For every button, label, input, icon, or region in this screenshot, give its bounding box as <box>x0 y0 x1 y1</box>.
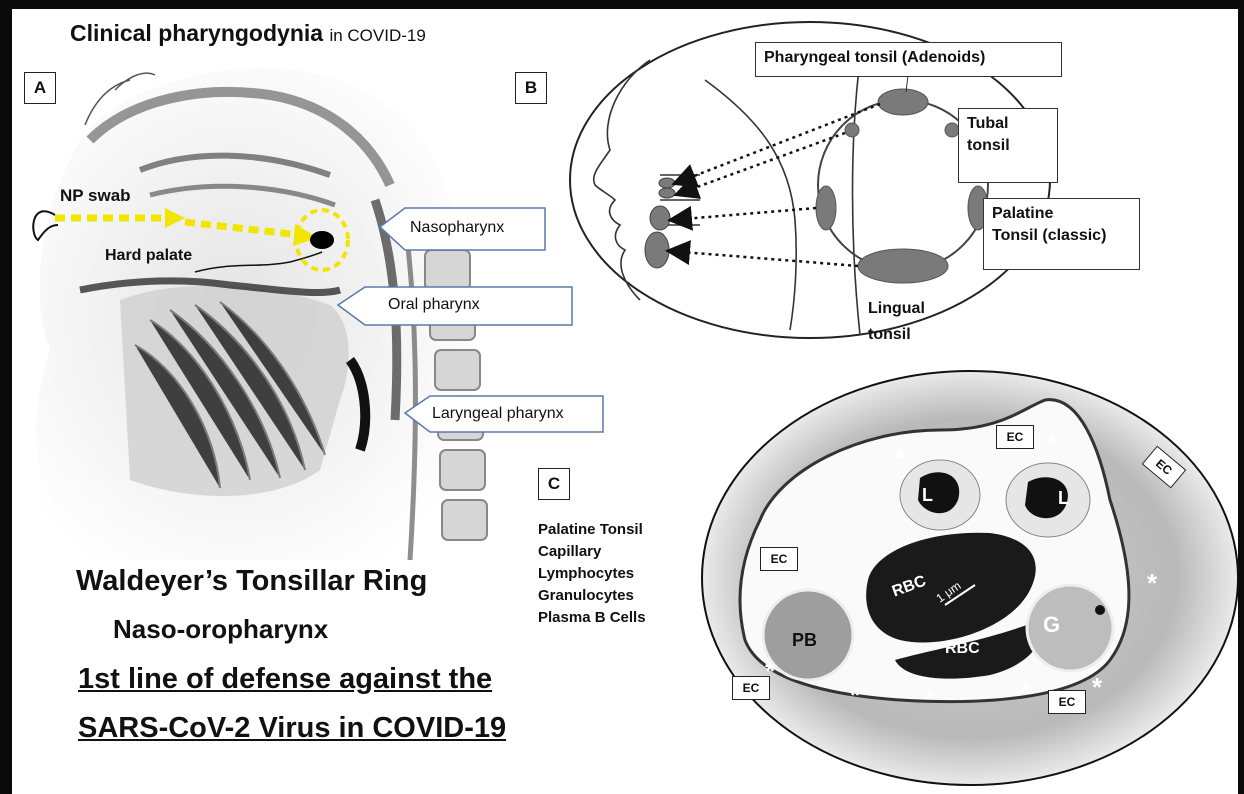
tubal-tonsil-box: Tubal tonsil <box>958 108 1058 183</box>
legend-lymphocytes: Lymphocytes <box>538 563 646 585</box>
palatine-tonsil-label-2: Tonsil (classic) <box>992 225 1131 247</box>
legend-granulocytes: Granulocytes <box>538 585 646 607</box>
palatine-tonsil-label-1: Palatine <box>992 203 1131 225</box>
asterisk-4: * <box>765 656 775 687</box>
legend-palatine-tonsil: Palatine Tonsil <box>538 519 646 541</box>
panel-c-legend: Palatine Tonsil Capillary Lymphocytes Gr… <box>538 519 646 629</box>
footer-line-1: Waldeyer’s Tonsillar Ring <box>76 565 427 598</box>
asterisk-1: * <box>895 443 905 474</box>
ec-label-top: EC <box>996 425 1034 449</box>
ec-label-left: EC <box>760 547 798 571</box>
np-swab-label: NP swab <box>60 186 131 206</box>
panel-c-label: C <box>538 468 570 500</box>
pharyngeal-tonsil-label: Pharyngeal tonsil (Adenoids) <box>764 49 985 66</box>
laryngeal-pharynx-label: Laryngeal pharynx <box>432 405 564 423</box>
panel-a-label: A <box>24 72 56 104</box>
lingual-tonsil-label-1: Lingual <box>868 296 925 322</box>
footer-line-3: 1st line of defense against the <box>78 663 492 696</box>
granulocyte-label: G <box>1043 612 1060 638</box>
lingual-tonsil-label-2: tonsil <box>868 322 925 348</box>
pharyngeal-tonsil-box: Pharyngeal tonsil (Adenoids) <box>755 42 1062 77</box>
lingual-tonsil-label: Lingual tonsil <box>868 296 925 348</box>
lymphocyte-label-2: L <box>1058 488 1069 509</box>
legend-plasma-b-cells: Plasma B Cells <box>538 607 646 629</box>
plasma-b-label: PB <box>792 630 817 651</box>
panel-b-label: B <box>515 72 547 104</box>
footer-line-2: Naso-oropharynx <box>113 614 328 645</box>
asterisk-3: * <box>1147 568 1157 599</box>
legend-capillary: Capillary <box>538 541 646 563</box>
oral-pharynx-label: Oral pharynx <box>388 296 480 314</box>
asterisk-5: * <box>850 680 860 711</box>
palatine-tonsil-box: Palatine Tonsil (classic) <box>983 198 1140 270</box>
ec-label-bottom-right: EC <box>1048 690 1086 714</box>
footer-line-4: SARS-CoV-2 Virus in COVID-19 <box>78 712 506 745</box>
hard-palate-label: Hard palate <box>105 247 192 265</box>
granulocyte-cell <box>1027 585 1113 671</box>
rbc-label-lower: RBC <box>945 640 980 658</box>
asterisk-7: * <box>1020 678 1030 709</box>
tubal-tonsil-label-1: Tubal <box>967 113 1049 135</box>
asterisk-8: * <box>1092 672 1102 703</box>
nasopharynx-label: Nasopharynx <box>410 219 504 237</box>
tubal-tonsil-label-2: tonsil <box>967 135 1049 157</box>
lymphocyte-label-1: L <box>922 485 933 506</box>
asterisk-2: * <box>1048 427 1058 458</box>
asterisk-6: * <box>925 684 935 715</box>
